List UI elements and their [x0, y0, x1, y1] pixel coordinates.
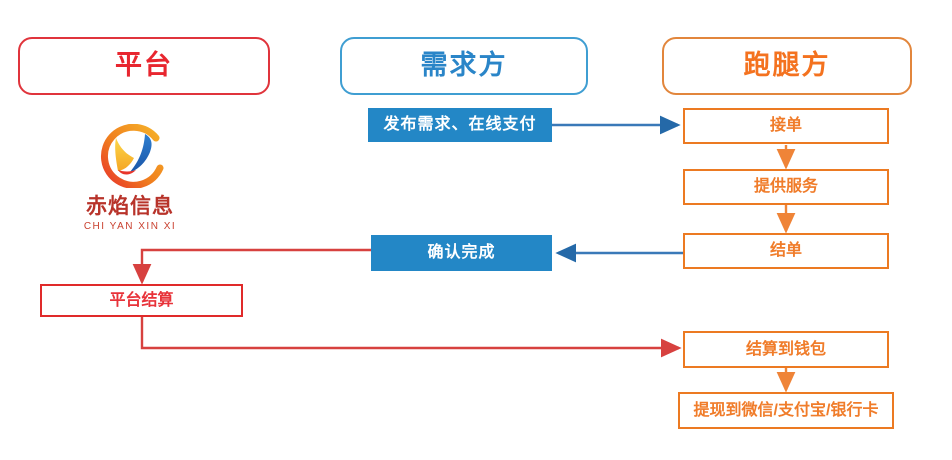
node-confirm-complete[interactable]: 确认完成: [371, 235, 552, 271]
logo-mark-icon: [60, 123, 200, 189]
logo-pinyin: CHI YAN XIN XI: [83, 221, 177, 232]
node-settle-to-wallet[interactable]: 结算到钱包: [683, 331, 889, 368]
lane-header-platform: 平台: [18, 37, 270, 95]
node-close-order[interactable]: 结单: [683, 233, 889, 269]
node-label-close: 结单: [769, 242, 802, 260]
lane-header-demander: 需求方: [340, 37, 588, 95]
lane-header-runner: 跑腿方: [662, 37, 912, 95]
lane-label-demander: 需求方: [420, 50, 508, 81]
node-label-accept: 接单: [769, 117, 802, 135]
node-provide-service[interactable]: 提供服务: [683, 169, 889, 205]
connector-confirm-to-settle: [132, 248, 371, 285]
node-label-settle: 平台结算: [109, 291, 174, 309]
node-accept-order[interactable]: 接单: [683, 108, 889, 144]
connector-settle-to-wallet: [140, 317, 682, 358]
node-withdraw[interactable]: 提现到微信/支付宝/银行卡: [678, 392, 894, 429]
node-label-confirm: 确认完成: [427, 244, 496, 262]
node-publish-demand[interactable]: 发布需求、在线支付: [368, 108, 552, 142]
node-label-withdraw: 提现到微信/支付宝/银行卡: [693, 401, 879, 419]
lane-label-runner: 跑腿方: [743, 50, 831, 81]
node-platform-settlement[interactable]: 平台结算: [40, 284, 243, 317]
lane-label-platform: 平台: [115, 50, 173, 81]
company-logo: 赤焰信息 CHI YAN XIN XI: [60, 123, 200, 232]
node-label-publish: 发布需求、在线支付: [383, 116, 537, 134]
logo-chinese-name: 赤焰信息: [86, 194, 174, 218]
node-label-service: 提供服务: [753, 178, 818, 196]
node-label-wallet: 结算到钱包: [745, 340, 826, 358]
